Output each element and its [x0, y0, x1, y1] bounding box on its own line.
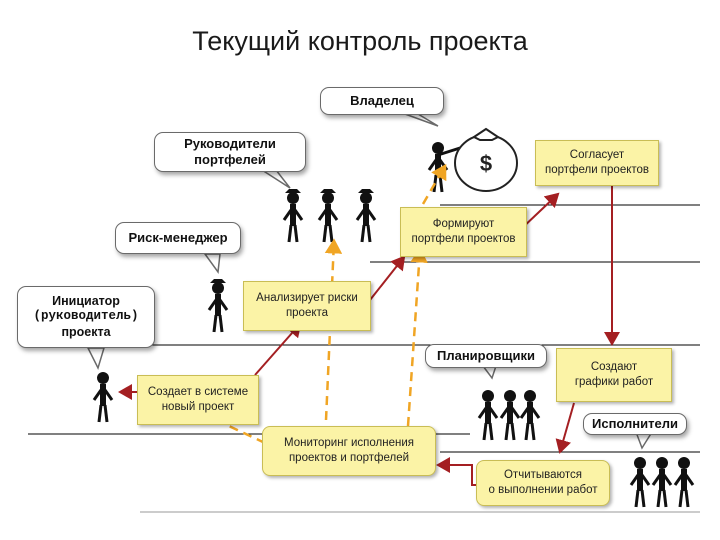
initiator-label-line-2: (руководитель) — [33, 309, 139, 324]
owner-label: Владелец — [350, 92, 414, 108]
risk-manager-figure — [209, 279, 227, 332]
task-agree-line-2: портфели проектов — [544, 164, 650, 176]
task-form-portfolios: Формируют портфели проектов — [400, 207, 527, 257]
task-analyze-line-2: проекта — [285, 307, 329, 319]
planners-bubble: Планировщики — [425, 344, 547, 368]
arrow-analyze-to-form — [369, 255, 406, 301]
task-analyze-line-1: Анализирует риски — [256, 292, 358, 305]
planners-label: Планировщики — [436, 347, 535, 363]
initiator-label-line-1: Инициатор — [52, 293, 120, 308]
owner-figure — [429, 142, 461, 192]
task-monitor-line-2: проектов и портфелей — [288, 452, 410, 464]
task-create-line-1: Создает в системе — [147, 386, 249, 399]
task-create-line-2: новый проект — [161, 401, 235, 413]
executors-figures — [631, 457, 693, 507]
task-schedule-line-2: графики работ — [574, 376, 654, 388]
task-report-line-1: Отчитываются — [503, 469, 583, 482]
task-agree-portfolios: Согласует портфели проектов — [535, 140, 659, 186]
planners-figures — [479, 390, 539, 440]
task-analyze-risks: Анализирует риски проекта — [243, 281, 371, 331]
task-report-line-2: о выполнении работ — [488, 484, 598, 496]
portfolio-managers-figures — [284, 189, 375, 242]
arrow-schedule-to-report — [555, 402, 575, 454]
dashed-arrow-to-owner — [406, 163, 447, 231]
task-report-work: Отчитываются о выполнении работ — [476, 460, 610, 506]
initiator-figure — [94, 372, 112, 422]
task-agree-line-1: Согласует — [569, 149, 625, 162]
portfolio-managers-label-line-2: портфелей — [194, 152, 266, 167]
task-monitor-line-1: Мониторинг исполнения — [284, 437, 414, 450]
task-form-line-1: Формируют — [432, 218, 495, 231]
initiator-bubble: Инициатор (руководитель) проекта — [17, 286, 155, 348]
arrow-create-to-analyze — [254, 322, 302, 376]
money-symbol: $ — [480, 151, 492, 176]
risk-manager-bubble: Риск-менеджер — [115, 222, 241, 254]
portfolio-managers-label-line-1: Руководители — [184, 135, 276, 151]
portfolio-managers-bubble: Руководители портфелей — [154, 132, 306, 172]
executors-label: Исполнители — [592, 415, 678, 431]
risk-manager-label: Риск-менеджер — [128, 229, 228, 245]
task-form-line-2: портфели проектов — [411, 233, 516, 245]
owner-bubble: Владелец — [320, 87, 444, 115]
page-title: Текущий контроль проекта — [192, 26, 528, 56]
bubble-tails — [86, 113, 654, 450]
task-monitoring: Мониторинг исполнения проектов и портфел… — [262, 426, 436, 476]
task-create-schedules: Создают графики работ — [556, 348, 672, 402]
money-bag-icon: $ — [454, 127, 518, 192]
task-schedule-line-1: Создают — [590, 361, 638, 374]
initiator-label-line-3: проекта — [61, 324, 111, 339]
task-create-project: Создает в системе новый проект — [137, 375, 259, 425]
dashed-arrow-to-form — [406, 247, 428, 427]
executors-bubble: Исполнители — [583, 413, 687, 435]
